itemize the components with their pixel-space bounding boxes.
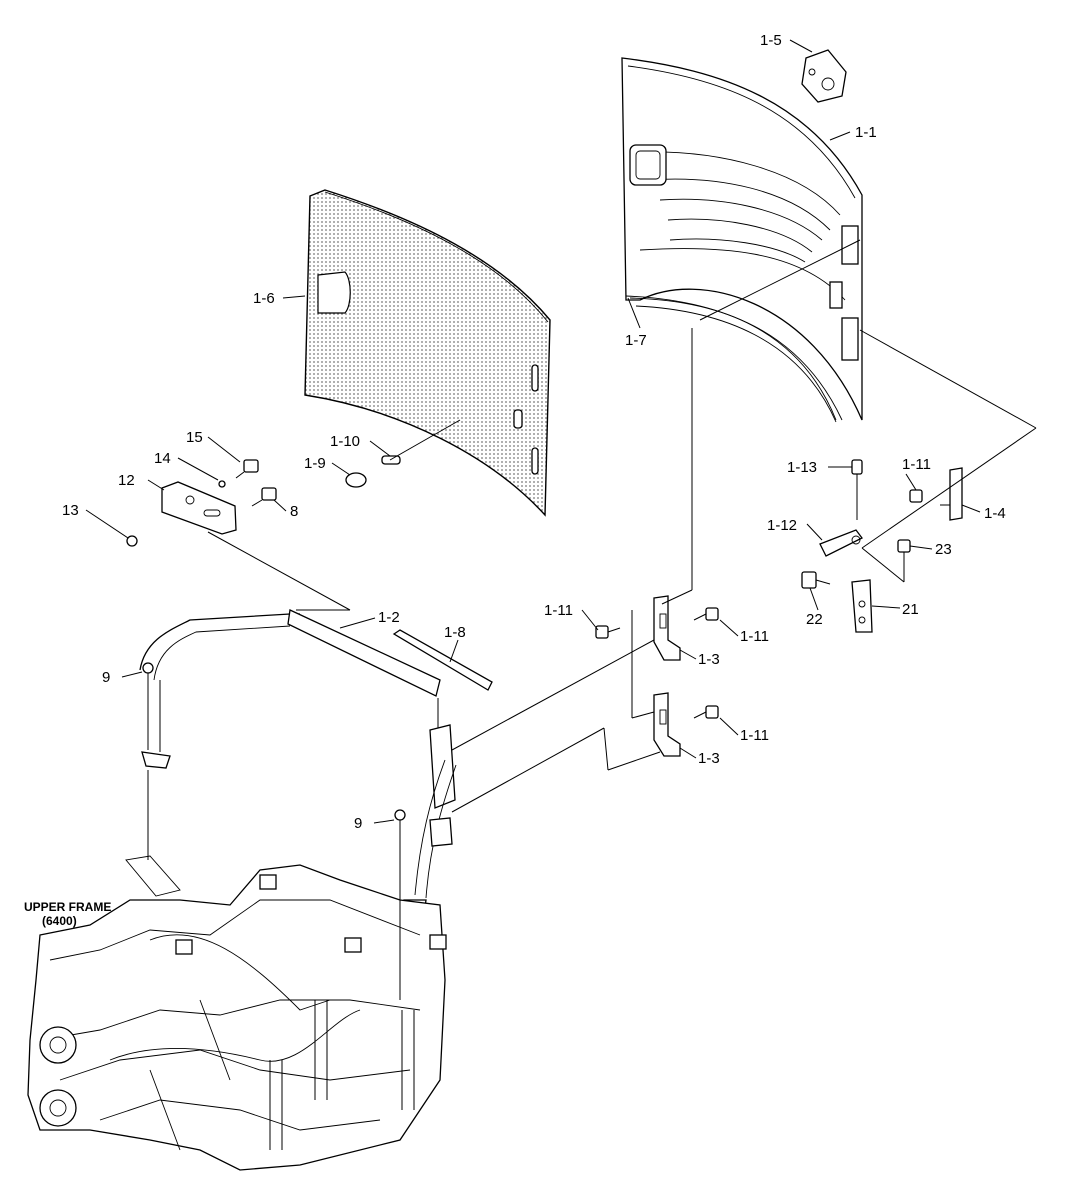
callout-8: 8 [290, 503, 298, 520]
seal-strip-1-7 [625, 295, 837, 421]
bracket-21 [851, 579, 873, 633]
callout-1-11-hinge-upper: 1-11 [740, 628, 769, 645]
callout-1-11-hinge-left: 1-11 [544, 602, 573, 619]
bolt-1-11-hinge-lower-right [693, 705, 719, 719]
callout-23: 23 [935, 541, 952, 558]
callout-1-4: 1-4 [984, 505, 1006, 522]
bolt-22 [801, 571, 831, 589]
bracket-12 [161, 481, 237, 535]
bolt-1-11-hinge-upper-right [693, 607, 719, 621]
bolt-9-lower [394, 809, 406, 836]
insulation-mat-1-6 [304, 189, 551, 517]
leader-lines [85, 39, 1037, 1000]
callout-labels: 1-5 1-1 1-6 1-7 1-10 1-9 15 14 12 13 8 1… [24, 32, 1006, 928]
callout-1-8: 1-8 [444, 624, 466, 641]
lever-1-12 [819, 529, 863, 557]
upper-frame-caption-line2: (6400) [42, 914, 77, 928]
callout-22: 22 [806, 611, 823, 628]
bolt-23 [897, 539, 911, 582]
bolt-9-upper [142, 662, 154, 690]
nut-13 [126, 535, 138, 547]
callout-1-11-right: 1-11 [902, 456, 931, 473]
bracket-1-4 [940, 467, 963, 521]
callout-9-lower: 9 [354, 815, 362, 832]
callout-1-9: 1-9 [304, 455, 326, 472]
callout-1-10: 1-10 [330, 433, 360, 450]
callout-1-1: 1-1 [855, 124, 877, 141]
callout-21: 21 [902, 601, 919, 618]
callout-1-13: 1-13 [787, 459, 817, 476]
callout-14: 14 [154, 450, 171, 467]
latch-1-5 [801, 49, 847, 103]
callout-1-3-upper: 1-3 [698, 651, 720, 668]
bolt-1-11-hinge-left [595, 625, 621, 639]
callout-1-6: 1-6 [253, 290, 275, 307]
bolt-1-13 [851, 459, 863, 520]
hinge-1-3-upper [653, 595, 681, 661]
callout-9-upper: 9 [102, 669, 110, 686]
support-stay-1-2 [139, 609, 457, 915]
callout-1-2: 1-2 [378, 609, 400, 626]
hood-panel-1-1 [621, 57, 863, 423]
cap-1-9 [345, 472, 367, 488]
callout-1-3-lower: 1-3 [698, 750, 720, 767]
washer-14 [218, 480, 226, 488]
callout-15: 15 [186, 429, 203, 446]
upper-frame-caption-line1: UPPER FRAME [24, 900, 111, 914]
upper-frame-6400 [27, 855, 447, 1171]
bolt-8 [251, 487, 277, 507]
callout-1-12: 1-12 [767, 517, 797, 534]
hinge-1-3-lower [653, 692, 681, 757]
callout-1-5: 1-5 [760, 32, 782, 49]
bolt-15 [235, 459, 259, 479]
rubber-strip-1-8 [392, 629, 493, 691]
callout-1-11-hinge-lower: 1-11 [740, 727, 769, 744]
callout-1-7: 1-7 [625, 332, 647, 349]
callout-13: 13 [62, 502, 79, 519]
bolt-1-11-right [909, 489, 923, 503]
callout-12: 12 [118, 472, 135, 489]
